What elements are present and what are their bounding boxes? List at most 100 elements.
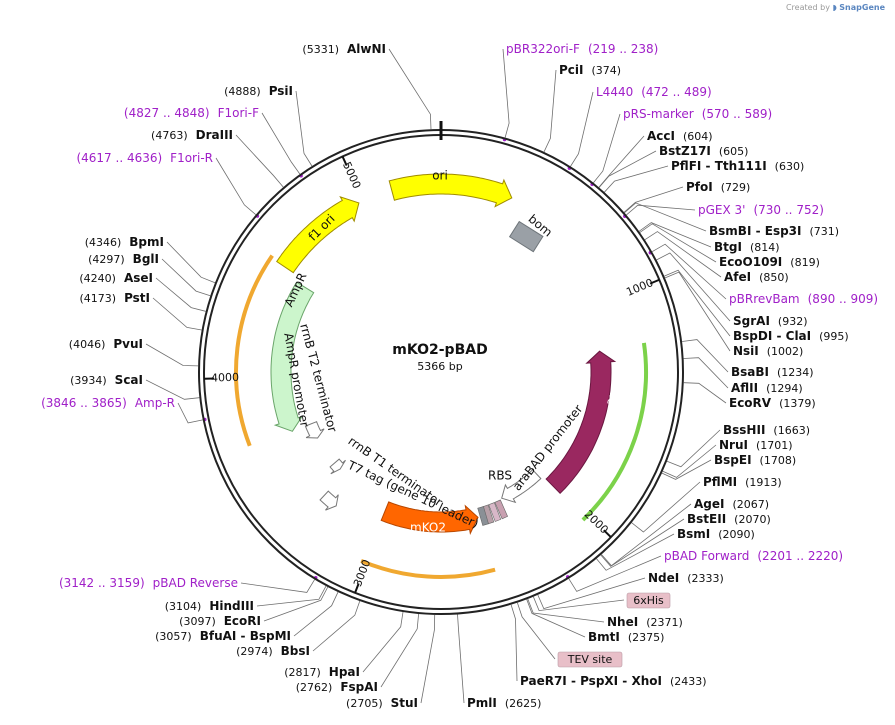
site-label[interactable]: (2817)HpaI <box>284 665 360 679</box>
site-label[interactable]: AgeI(2067) <box>694 497 769 511</box>
feature-f1-ori[interactable] <box>275 196 360 274</box>
site-text: (3057)BfuAI - BspMI <box>155 629 291 643</box>
site-position: (3142 .. 3159) <box>59 576 145 590</box>
site-label[interactable]: PfoI(729) <box>686 180 750 194</box>
feature-arac[interactable] <box>545 350 617 495</box>
site-label[interactable]: (5331)AlwNI <box>302 42 386 56</box>
feature-mko2[interactable] <box>380 501 479 536</box>
site-text: SgrAI(932) <box>733 314 808 328</box>
site-label[interactable]: NruI(1701) <box>719 438 793 452</box>
site-label[interactable]: BsmI(2090) <box>677 527 755 541</box>
feature-ampr[interactable] <box>270 281 315 432</box>
site-label[interactable]: NdeI(2333) <box>648 571 724 585</box>
plasmid-length: 5366 bp <box>417 360 462 373</box>
site-label[interactable]: (4617 .. 4636)F1ori-R <box>76 151 213 165</box>
leader-line <box>664 269 731 337</box>
feature-rrnb-t1-terminator[interactable] <box>319 490 339 511</box>
site-text: (4240)AseI <box>79 271 153 285</box>
site-label[interactable]: BmtI(2375) <box>588 630 664 644</box>
leader-line <box>215 157 257 216</box>
leader-line <box>517 602 556 660</box>
site-label[interactable]: (3097)EcoRI <box>179 614 261 628</box>
site-label[interactable]: (4046)PvuI <box>69 337 143 351</box>
site-label[interactable]: pBAD Forward(2201 .. 2220) <box>664 549 843 563</box>
enzyme-name: BsaBI <box>731 365 769 379</box>
site-label[interactable]: (3142 .. 3159) pBAD Reverse <box>59 576 238 590</box>
site-label[interactable]: pBRrevBam(890 .. 909) <box>729 292 878 306</box>
site-label[interactable]: 6xHis <box>626 592 671 609</box>
site-labels[interactable]: (5331)AlwNI pBR322ori-F(219 .. 238) PciI(3… <box>41 42 878 710</box>
site-label[interactable]: (4763)DraIII <box>151 128 233 142</box>
snapgene-logo-icon: ◗ <box>832 3 837 12</box>
site-label[interactable]: BsmBI - Esp3I(731) <box>709 224 839 238</box>
site-text: (2974)BbsI <box>236 644 310 658</box>
primer-name: pBAD Reverse <box>153 576 238 590</box>
site-label[interactable]: (3934)ScaI <box>70 373 143 387</box>
tick-mark <box>649 278 660 285</box>
site-label[interactable]: BssHII(1663) <box>723 423 810 437</box>
site-label[interactable]: BspEI(1708) <box>714 453 796 467</box>
feature-ampr-promoter[interactable] <box>304 420 325 439</box>
enzyme-name: BssHII <box>723 423 765 437</box>
site-label[interactable]: PaeR7I - PspXI - XhoI(2433) <box>520 674 707 688</box>
site-label[interactable]: pGEX 3'(730 .. 752) <box>698 203 824 217</box>
site-label[interactable]: (4297)BglI <box>88 252 159 266</box>
site-label[interactable]: EcoRV(1379) <box>729 396 816 410</box>
site-text: (3097)EcoRI <box>179 614 261 628</box>
enzyme-name: NsiI <box>733 344 759 358</box>
site-label[interactable]: NsiI(1002) <box>733 344 803 358</box>
enzyme-name: BsmBI - Esp3I <box>709 224 801 238</box>
site-label[interactable]: PmlI(2625) <box>467 696 541 710</box>
site-label[interactable]: AccI(604) <box>647 129 713 143</box>
site-label[interactable]: (3057)BfuAI - BspMI <box>155 629 291 643</box>
site-label[interactable]: AfeI(850) <box>724 270 789 284</box>
tick-mark <box>354 583 360 594</box>
site-label[interactable]: SgrAI(932) <box>733 314 808 328</box>
site-label[interactable]: (4888)PsiI <box>224 84 293 98</box>
site-label[interactable]: pBR322ori-F(219 .. 238) <box>506 42 658 56</box>
site-label[interactable]: (4173)PstI <box>79 291 150 305</box>
site-label[interactable]: NheI(2371) <box>607 615 683 629</box>
site-label[interactable]: (2762)FspAI <box>296 680 378 694</box>
feature-rrnb-t2-terminator[interactable] <box>329 458 346 475</box>
site-label[interactable]: PciI(374) <box>559 63 621 77</box>
site-label[interactable]: TEV site <box>557 651 623 668</box>
site-text: pBR322ori-F(219 .. 238) <box>506 42 658 56</box>
enzyme-name: AflII <box>731 381 758 395</box>
leader-line <box>644 231 722 278</box>
site-label[interactable]: (4240)AseI <box>79 271 153 285</box>
enzyme-name: BbsI <box>281 644 310 658</box>
site-label[interactable]: pRS-marker(570 .. 589) <box>623 107 772 121</box>
site-label[interactable]: EcoO109I(819) <box>719 255 820 269</box>
site-text: BsmBI - Esp3I(731) <box>709 224 839 238</box>
site-label[interactable]: (3846 .. 3865)Amp-R <box>41 396 175 410</box>
site-label[interactable]: BspDI - ClaI(995) <box>733 329 849 343</box>
enzyme-name: NdeI <box>648 571 679 585</box>
plasmid-name: mKO2-pBAD <box>392 342 487 358</box>
site-label[interactable]: BsaBI(1234) <box>731 365 814 379</box>
feature-ori[interactable] <box>388 173 513 208</box>
leader-line <box>598 150 657 188</box>
site-label[interactable]: PflMI(1913) <box>703 475 782 489</box>
feature-arabad-promoter[interactable] <box>501 469 542 504</box>
leader-line <box>666 429 721 468</box>
feature-bom[interactable] <box>508 220 544 253</box>
leader-line <box>502 48 510 138</box>
feature-tag-box <box>494 499 509 520</box>
tag-name: TEV site <box>567 653 613 666</box>
site-position: (630) <box>775 160 805 173</box>
site-label[interactable]: L4440(472 .. 489) <box>596 85 712 99</box>
site-label[interactable]: (4346)BpmI <box>85 235 164 249</box>
site-text: AgeI(2067) <box>694 497 769 511</box>
site-label[interactable]: (2705)StuI <box>346 696 418 710</box>
site-label[interactable]: BtgI(814) <box>714 240 780 254</box>
site-label[interactable]: AflII(1294) <box>731 381 803 395</box>
site-position: (729) <box>721 181 751 194</box>
site-label[interactable]: (4827 .. 4848)F1ori-F <box>124 106 259 120</box>
site-label[interactable]: PflFI - Tth111I(630) <box>671 159 804 173</box>
leader-line <box>656 252 731 322</box>
site-label[interactable]: BstEII(2070) <box>687 512 771 526</box>
site-label[interactable]: (3104)HindIII <box>165 599 254 613</box>
site-label[interactable]: (2974)BbsI <box>236 644 310 658</box>
site-label[interactable]: BstZ17I(605) <box>659 144 748 158</box>
